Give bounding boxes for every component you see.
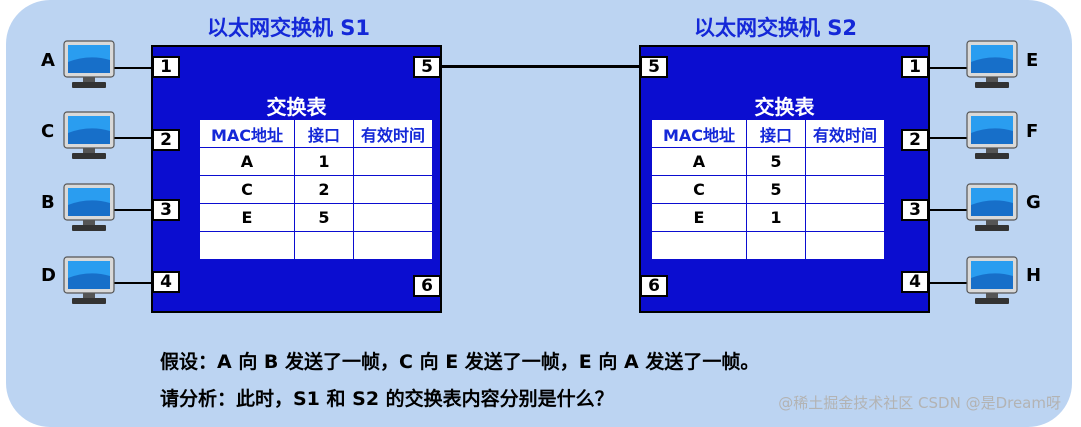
s2-port-1: 1 bbox=[901, 56, 929, 78]
trunk-link bbox=[442, 65, 640, 68]
switch-s1: 交换表 MAC地址 接口 有效时间 A 1 C 2 E 5 bbox=[151, 45, 442, 313]
link-host-h bbox=[929, 282, 967, 284]
table-row: C 2 bbox=[199, 175, 433, 204]
s2-cell-port: 5 bbox=[746, 175, 806, 204]
s2-header-ttl: 有效时间 bbox=[805, 119, 885, 148]
computer-icon bbox=[63, 183, 115, 231]
table-row: A 1 bbox=[199, 147, 433, 176]
s1-cell-ttl bbox=[353, 147, 433, 176]
s2-mac-table: MAC地址 接口 有效时间 A 5 C 5 E 1 bbox=[651, 119, 885, 260]
s2-cell-port: 5 bbox=[746, 147, 806, 176]
s2-cell-port: 1 bbox=[746, 203, 806, 232]
link-host-e bbox=[929, 67, 967, 69]
s1-port-5: 5 bbox=[413, 56, 441, 78]
s2-cell-ttl bbox=[805, 147, 885, 176]
table-row bbox=[199, 231, 433, 260]
computer-icon bbox=[63, 40, 115, 88]
computer-icon bbox=[63, 256, 115, 304]
table-row: C 5 bbox=[651, 175, 885, 204]
host-b-label: B bbox=[41, 192, 55, 213]
s2-cell-ttl bbox=[805, 175, 885, 204]
s1-port-2: 2 bbox=[152, 129, 180, 151]
s1-table-title: 交换表 bbox=[266, 95, 327, 119]
s2-header-mac: MAC地址 bbox=[651, 119, 747, 148]
switch-s1-title: 以太网交换机 S1 bbox=[207, 16, 371, 40]
link-host-c bbox=[114, 137, 152, 139]
host-h-label: H bbox=[1026, 265, 1042, 286]
switch-s2-title: 以太网交换机 S2 bbox=[694, 16, 858, 40]
s2-cell-ttl bbox=[805, 231, 885, 260]
s1-cell-port bbox=[294, 231, 354, 260]
s2-cell-mac: C bbox=[651, 175, 747, 204]
s1-port-1: 1 bbox=[152, 56, 180, 78]
s1-cell-mac: A bbox=[199, 147, 295, 176]
s2-cell-port bbox=[746, 231, 806, 260]
s1-port-6: 6 bbox=[413, 275, 441, 297]
s1-header-port: 接口 bbox=[294, 119, 354, 148]
s1-cell-ttl bbox=[353, 203, 433, 232]
computer-icon bbox=[63, 111, 115, 159]
s1-cell-port: 1 bbox=[294, 147, 354, 176]
s2-header-port: 接口 bbox=[746, 119, 806, 148]
table-row: E 5 bbox=[199, 203, 433, 232]
host-f-label: F bbox=[1026, 121, 1039, 142]
s1-header-ttl: 有效时间 bbox=[353, 119, 433, 148]
computer-icon bbox=[966, 256, 1018, 304]
host-c-label: C bbox=[41, 121, 55, 142]
s1-header-mac: MAC地址 bbox=[199, 119, 295, 148]
s1-mac-table: MAC地址 接口 有效时间 A 1 C 2 E 5 bbox=[199, 119, 433, 260]
s1-cell-port: 2 bbox=[294, 175, 354, 204]
s1-cell-mac bbox=[199, 231, 295, 260]
link-host-f bbox=[929, 137, 967, 139]
s1-cell-ttl bbox=[353, 175, 433, 204]
link-host-g bbox=[929, 209, 967, 211]
s1-cell-ttl bbox=[353, 231, 433, 260]
s2-port-4: 4 bbox=[901, 271, 929, 293]
s2-port-2: 2 bbox=[901, 129, 929, 151]
host-e-label: E bbox=[1026, 50, 1039, 71]
s2-cell-mac bbox=[651, 231, 747, 260]
link-host-d bbox=[114, 282, 152, 284]
computer-icon bbox=[966, 111, 1018, 159]
table-row: A 5 bbox=[651, 147, 885, 176]
s1-cell-mac: C bbox=[199, 175, 295, 204]
s1-port-3: 3 bbox=[152, 199, 180, 221]
s2-cell-mac: E bbox=[651, 203, 747, 232]
host-g-label: G bbox=[1026, 192, 1041, 213]
s1-port-4: 4 bbox=[152, 271, 180, 293]
table-row bbox=[651, 231, 885, 260]
s1-cell-mac: E bbox=[199, 203, 295, 232]
s2-cell-mac: A bbox=[651, 147, 747, 176]
caption-question: 请分析：此时，S1 和 S2 的交换表内容分别是什么？ bbox=[160, 388, 614, 410]
computer-icon bbox=[966, 183, 1018, 231]
host-d-label: D bbox=[41, 265, 56, 286]
computer-icon bbox=[966, 40, 1018, 88]
s2-port-5: 5 bbox=[640, 56, 668, 78]
s2-cell-ttl bbox=[805, 203, 885, 232]
s2-port-6: 6 bbox=[640, 275, 668, 297]
s1-cell-port: 5 bbox=[294, 203, 354, 232]
caption-assumption: 假设：A 向 B 发送了一帧，C 向 E 发送了一帧，E 向 A 发送了一帧。 bbox=[160, 351, 760, 373]
link-host-a bbox=[114, 67, 152, 69]
s2-port-3: 3 bbox=[901, 199, 929, 221]
table-row: E 1 bbox=[651, 203, 885, 232]
s2-table-title: 交换表 bbox=[754, 95, 815, 119]
host-a-label: A bbox=[41, 50, 55, 71]
link-host-b bbox=[114, 209, 152, 211]
switch-s2: 交换表 MAC地址 接口 有效时间 A 5 C 5 E 1 bbox=[639, 45, 930, 313]
watermark: @稀土掘金技术社区 CSDN @是Dream呀 bbox=[778, 394, 1061, 412]
